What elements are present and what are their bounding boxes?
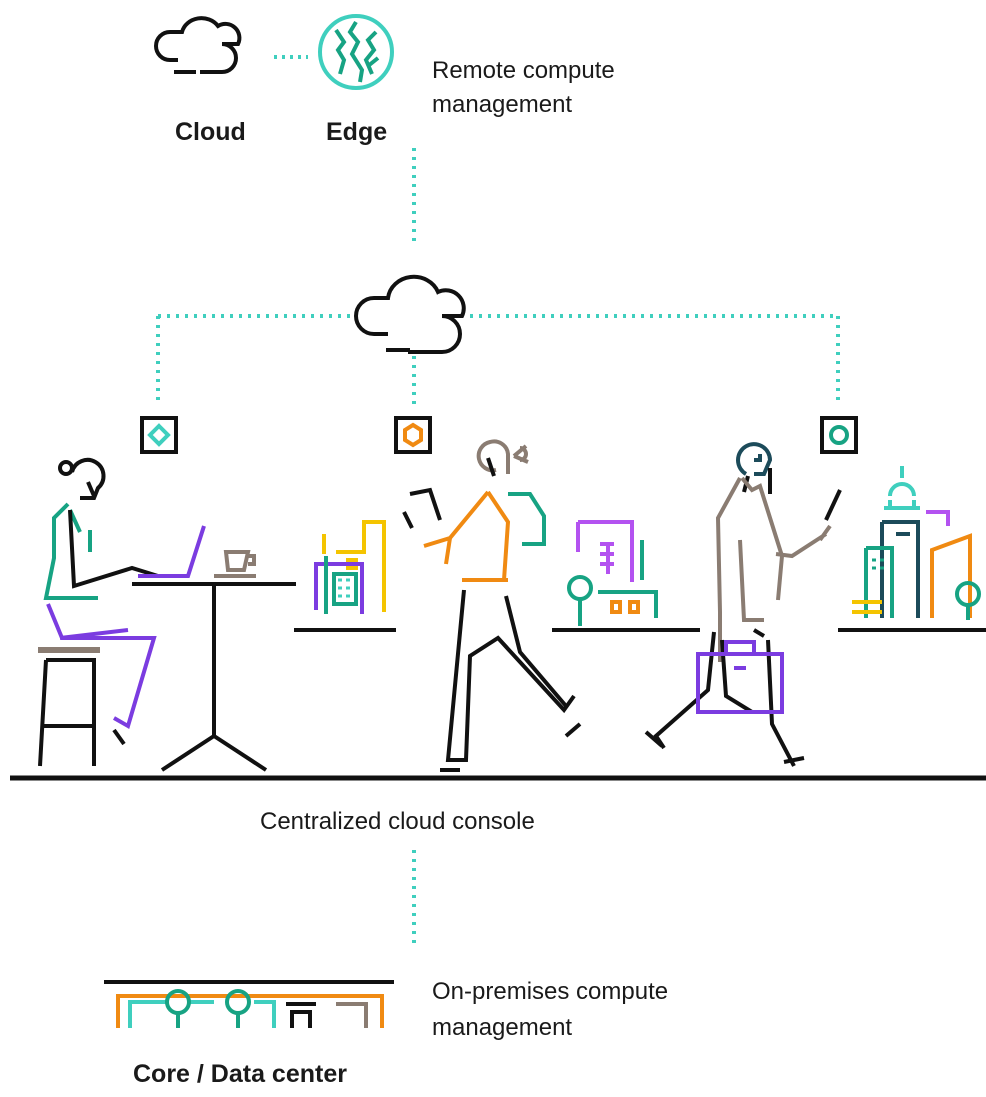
onprem-caption-line2: management [432, 1014, 573, 1041]
diamond-node-icon [140, 416, 178, 454]
hexagon-node-icon [394, 416, 432, 454]
central-cloud-icon [354, 274, 466, 354]
man-with-briefcase-illustration [644, 442, 842, 767]
remote-caption-line1: Remote compute [432, 57, 615, 84]
building-cluster-left [294, 520, 396, 632]
remote-caption-line2: management [432, 91, 573, 118]
building-cluster-right [838, 466, 986, 632]
woman-at-laptop-illustration [38, 457, 296, 772]
cloud-icon [154, 16, 242, 74]
edge-globe-icon [318, 14, 394, 90]
edge-label: Edge [326, 118, 388, 146]
datacenter-label: Core / Data center [133, 1060, 347, 1088]
connector-network [156, 314, 840, 404]
woman-walking-illustration [402, 439, 582, 772]
cloud-label: Cloud [175, 118, 246, 146]
building-cluster-middle [552, 520, 700, 632]
circle-node-icon [820, 416, 858, 454]
console-caption: Centralized cloud console [260, 808, 535, 835]
onprem-caption-line1: On-premises compute [432, 978, 669, 1005]
data-center-icon [104, 980, 394, 1028]
